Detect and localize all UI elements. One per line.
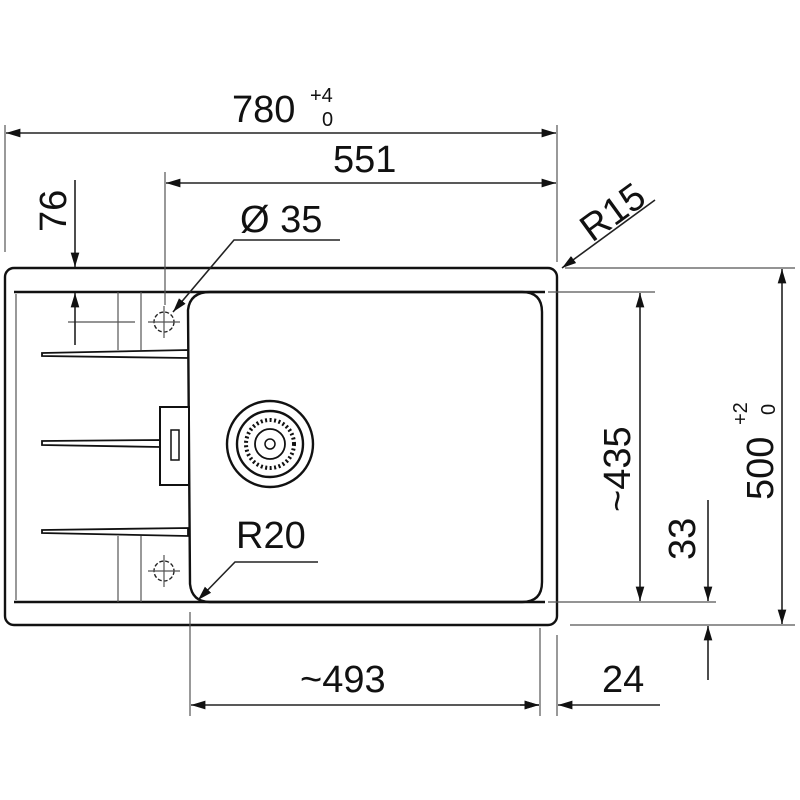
- extension-lines: [4, 125, 795, 716]
- svg-text:500: 500: [740, 437, 782, 500]
- svg-text:76: 76: [33, 190, 75, 232]
- dimension-bowl-depth: ~435: [597, 293, 645, 601]
- svg-text:Ø 35: Ø 35: [240, 199, 322, 241]
- tap-hole-bottom: [148, 555, 180, 587]
- svg-text:R15: R15: [573, 175, 654, 250]
- svg-text:0: 0: [758, 404, 780, 415]
- dimension-bowl-offset: 551: [166, 139, 556, 188]
- svg-text:~493: ~493: [300, 659, 386, 701]
- svg-text:R20: R20: [236, 515, 306, 557]
- svg-text:551: 551: [333, 139, 396, 181]
- dimension-tap-hole-offset: 76: [33, 180, 80, 345]
- dimension-overall-width: 780 +4 0: [5, 85, 556, 138]
- svg-text:33: 33: [662, 518, 704, 560]
- dimension-right-rim: 24: [520, 659, 660, 710]
- svg-text:780: 780: [232, 89, 295, 131]
- svg-text:+4: +4: [310, 85, 333, 107]
- drainboard-ribs: [41, 292, 189, 602]
- dimension-overall-depth: 500 +2 0: [730, 269, 787, 624]
- tap-hole-top: [68, 306, 180, 338]
- drain-strainer-icon: [225, 399, 315, 489]
- svg-text:+2: +2: [730, 402, 752, 425]
- dimension-outer-radius: R15: [561, 175, 656, 269]
- bowl: [186, 290, 544, 604]
- dimension-bowl-radius: R20: [197, 515, 318, 601]
- svg-text:24: 24: [602, 659, 644, 701]
- overflow-box: [159, 406, 190, 486]
- svg-text:~435: ~435: [597, 426, 639, 512]
- dimension-bowl-width: ~493: [191, 659, 539, 710]
- dimension-bottom-rim: 33: [662, 500, 713, 680]
- svg-text:0: 0: [322, 109, 333, 131]
- dimension-tap-hole-diameter: Ø 35: [172, 199, 340, 313]
